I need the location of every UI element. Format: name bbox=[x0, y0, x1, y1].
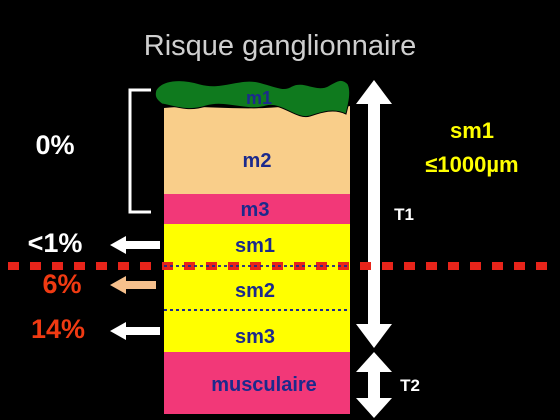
layer-label-sm1: sm1 bbox=[235, 235, 275, 257]
risk-sm2: 6% bbox=[42, 269, 81, 299]
t1-double-arrow-icon bbox=[356, 80, 392, 348]
arrow-sm2-icon bbox=[110, 276, 156, 294]
stage-t1: T1 bbox=[394, 205, 414, 224]
m3-layer bbox=[164, 194, 350, 224]
arrow-sm1-icon bbox=[110, 236, 160, 254]
threshold-value: ≤1000µm bbox=[425, 152, 518, 177]
risk-sm1: <1% bbox=[28, 228, 83, 258]
layer-label-sm3: sm3 bbox=[235, 326, 275, 348]
musculaire-layer bbox=[164, 352, 350, 414]
layer-label-musculaire: musculaire bbox=[211, 374, 317, 396]
risk-sm3: 14% bbox=[31, 314, 85, 344]
mucosa-bracket bbox=[128, 88, 151, 214]
stage-t2: T2 bbox=[400, 376, 420, 395]
slide-title: Risque ganglionnaire bbox=[144, 30, 416, 62]
layer-label-sm2: sm2 bbox=[235, 280, 275, 302]
m2-layer bbox=[164, 104, 350, 194]
layer-label-m3: m3 bbox=[241, 199, 270, 221]
layer-label-m1: m1 bbox=[246, 88, 272, 108]
submucosa-layer bbox=[164, 224, 350, 352]
risk-mucosa: 0% bbox=[35, 130, 74, 160]
layer-label-m2: m2 bbox=[243, 150, 272, 172]
threshold-label: sm1 bbox=[450, 118, 494, 143]
t2-double-arrow-icon bbox=[356, 352, 392, 418]
arrow-sm3-icon bbox=[110, 322, 160, 340]
m1-layer bbox=[154, 79, 351, 118]
